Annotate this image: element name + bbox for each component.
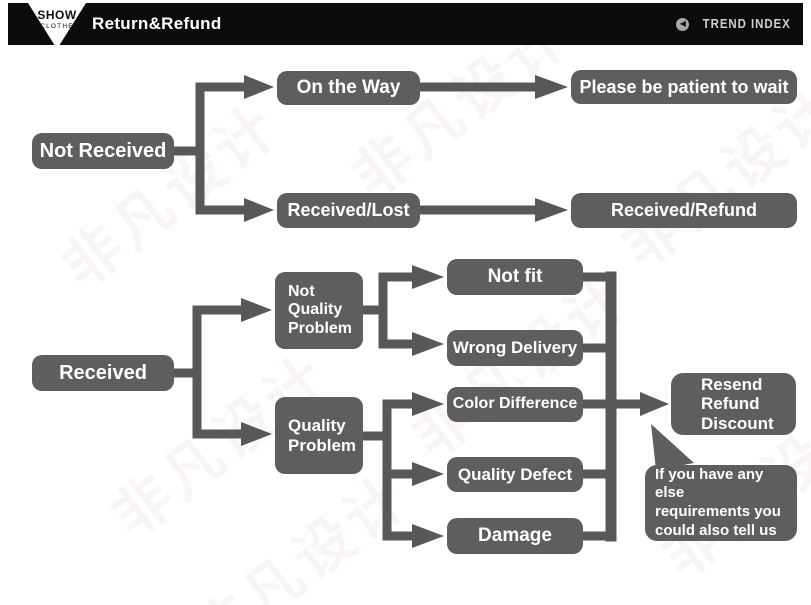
node-line: Not [288, 282, 315, 300]
trend-index-label: TREND INDEX [702, 17, 791, 31]
node-line: Quality [288, 301, 343, 319]
node-on-the-way: On the Way [277, 71, 420, 105]
node-received: Received [32, 355, 174, 391]
speech-bubble-tail [651, 424, 694, 470]
node-please-be-patient: Please be patient to wait [571, 70, 797, 104]
node-not-fit: Not fit [447, 259, 583, 295]
speech-bubble-note: If you have any else requirements you co… [645, 465, 797, 541]
node-resend-refund-discount: Resend Refund Discount [671, 373, 796, 435]
arrowheads [241, 75, 669, 548]
node-line: Resend [701, 374, 763, 394]
brand-logo-text: SHOW [37, 8, 77, 22]
node-received-lost: Received/Lost [277, 193, 420, 228]
bubble-line: If you have any else [655, 465, 764, 502]
node-line: Problem [288, 435, 357, 455]
trend-index-badge: ◀ TREND INDEX [676, 3, 791, 45]
brand-logo-subtext: CLOTHE [40, 23, 74, 30]
node-quality-problem: Quality Problem [275, 397, 363, 474]
node-quality-defect: Quality Defect [447, 457, 583, 492]
node-damage: Damage [447, 518, 583, 554]
node-line: Discount [701, 413, 774, 433]
circle-arrow-icon: ◀ [676, 17, 690, 31]
page-title: Return&Refund [92, 14, 222, 33]
node-line: Refund [701, 394, 760, 414]
node-line: Quality [288, 415, 346, 435]
node-not-quality-problem: Not Quality Problem [275, 272, 363, 349]
node-line: Problem [288, 319, 353, 337]
node-not-received: Not Received [32, 133, 174, 169]
node-color-difference: Color Difference [447, 387, 583, 422]
bubble-line: requirements you [655, 503, 781, 520]
node-wrong-delivery: Wrong Delivery [447, 330, 583, 366]
bubble-line: could also tell us [655, 521, 777, 539]
header-bar: SHOW CLOTHE Return&Refund ◀ TREND INDEX [8, 3, 803, 49]
node-received-refund: Received/Refund [571, 193, 797, 228]
